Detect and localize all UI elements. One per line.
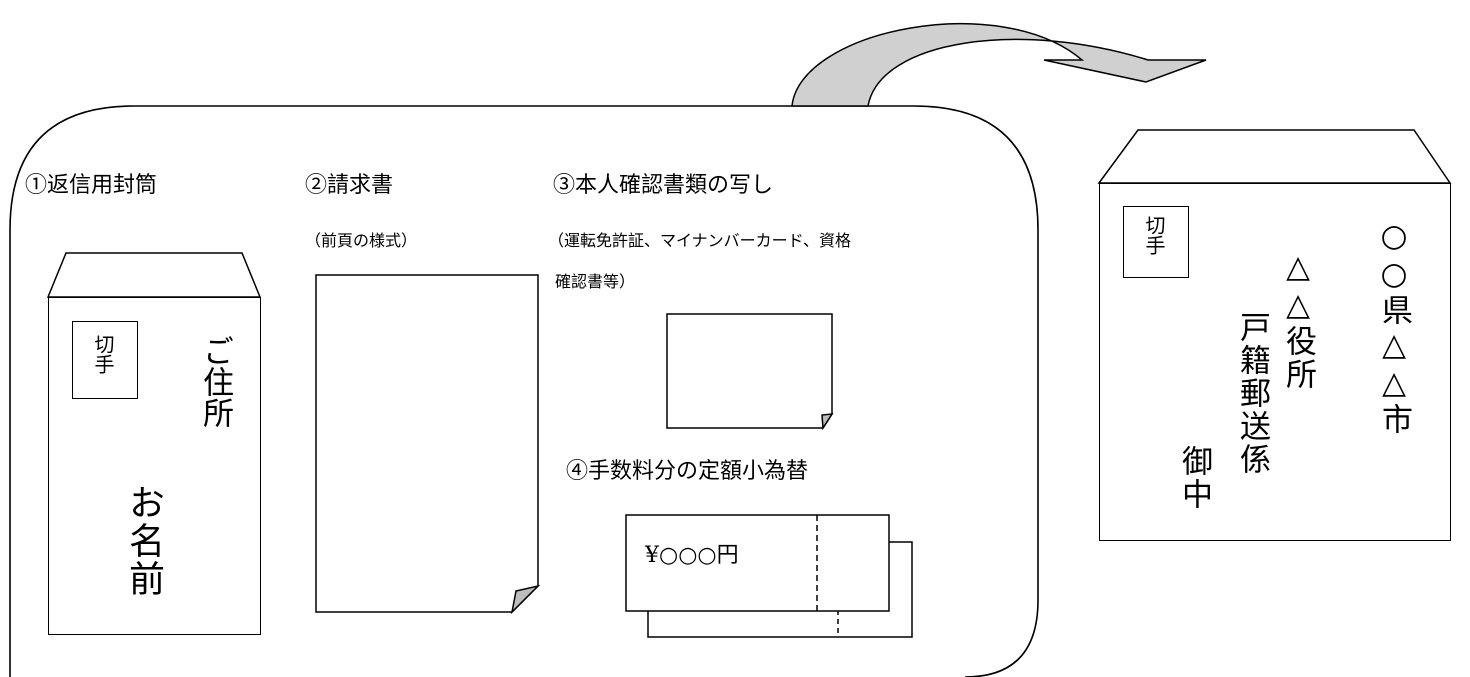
item4-label: ④手数料分の定額小為替 [566, 459, 809, 484]
enclosure-border [9, 105, 1039, 677]
return-envelope-stamp-text: 切手 [91, 334, 115, 374]
item3-note-line1: （運転免許証、マイナンバーカード、資格 [548, 231, 852, 250]
curved-arrow [791, 23, 1207, 107]
item3-note-line2: 確認書等） [555, 272, 636, 291]
destination-envelope-stamp-box: 切手 [1123, 206, 1189, 278]
destination-department: 戸籍郵送係 [1234, 311, 1270, 476]
item3-label: ③本人確認書類の写し [553, 173, 774, 198]
return-envelope-flap [46, 252, 262, 298]
request-form-sheet [315, 274, 539, 613]
money-order-front [625, 514, 890, 612]
destination-address-line2: △△役所 [1280, 249, 1316, 391]
id-copy-sheet [666, 313, 833, 429]
destination-honorific: 御中 [1176, 445, 1212, 511]
destination-envelope-flap [1097, 129, 1452, 184]
request-form-fold [510, 584, 541, 615]
item2-note: （前頁の様式） [305, 231, 418, 250]
id-copy-fold [821, 413, 834, 431]
destination-address-line1: ○○県△△市 [1376, 218, 1412, 436]
money-order-amount: ¥○○○円 [645, 543, 739, 568]
return-envelope-stamp-box: 切手 [72, 321, 138, 399]
destination-envelope-stamp-text: 切手 [1142, 215, 1166, 255]
item1-label: ①返信用封筒 [25, 173, 158, 198]
return-envelope-address: ご住所 [197, 335, 233, 428]
item2-label: ②請求書 [305, 173, 394, 198]
return-envelope-name: お名前 [123, 484, 164, 598]
